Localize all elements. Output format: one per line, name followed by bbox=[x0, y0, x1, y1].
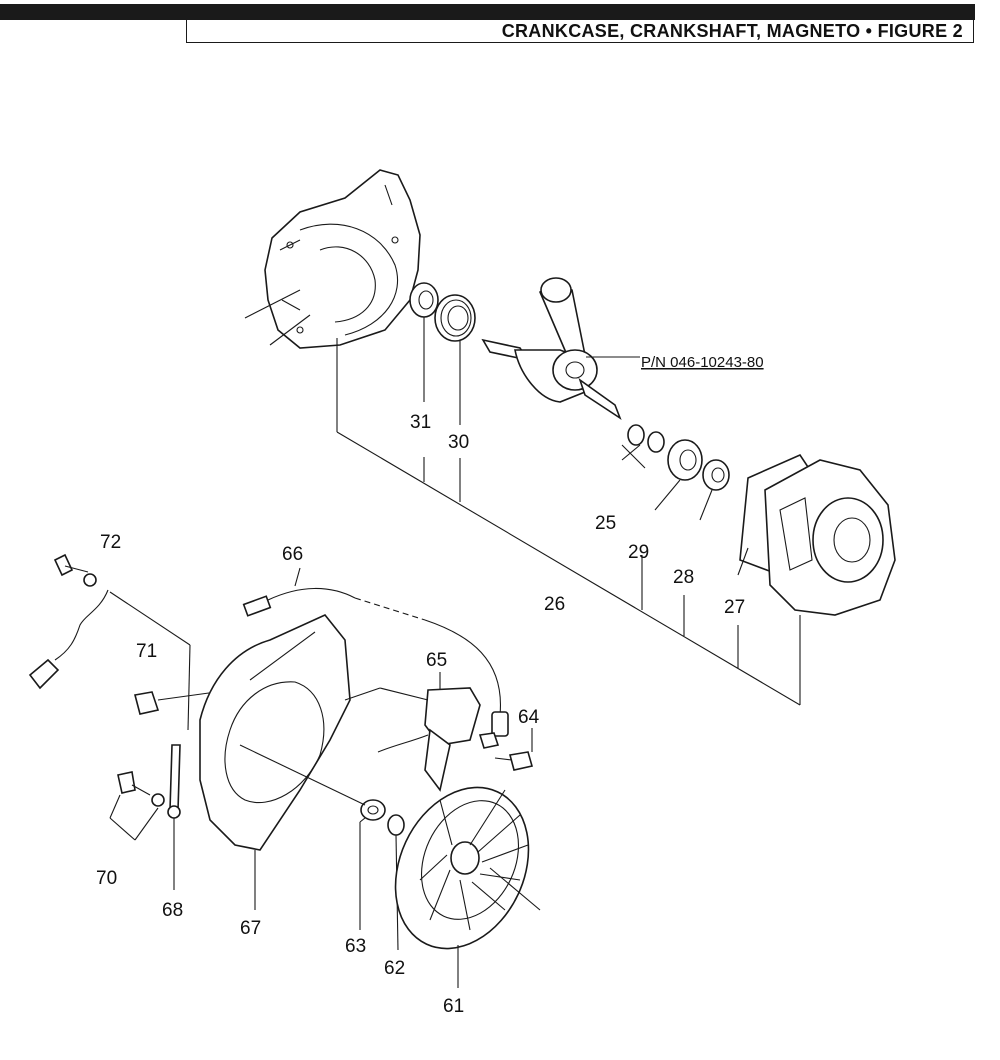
label-71: 71 bbox=[136, 641, 157, 662]
label-65: 65 bbox=[426, 650, 447, 671]
label-29: 29 bbox=[628, 542, 649, 563]
upper-leader-lines bbox=[336, 317, 801, 706]
spring-68 bbox=[167, 744, 181, 890]
label-30: 30 bbox=[448, 432, 469, 453]
label-68: 68 bbox=[162, 900, 183, 921]
label-31: 31 bbox=[410, 412, 431, 433]
label-70: 70 bbox=[96, 868, 117, 889]
high-tension-lead-66 bbox=[242, 567, 509, 737]
label-62: 62 bbox=[384, 958, 405, 979]
oil-seal-28 bbox=[702, 459, 730, 491]
label-67: 67 bbox=[240, 918, 261, 939]
label-72: 72 bbox=[100, 532, 121, 553]
crankcase-right-half bbox=[764, 459, 896, 616]
header-box: CRANKCASE, CRANKSHAFT, MAGNETO • FIGURE … bbox=[186, 20, 974, 43]
label-28: 28 bbox=[673, 567, 694, 588]
label-66: 66 bbox=[282, 544, 303, 565]
label-25: 25 bbox=[595, 513, 616, 534]
washers-25 bbox=[627, 424, 665, 453]
crankcase-left-half bbox=[244, 169, 421, 349]
label-61: 61 bbox=[443, 996, 464, 1017]
fan-housing-67 bbox=[199, 614, 351, 910]
ball-bearing-29 bbox=[667, 439, 703, 481]
header-bar bbox=[0, 4, 975, 20]
ball-bearing-30 bbox=[434, 294, 476, 342]
bolt-70 bbox=[109, 771, 165, 841]
label-63: 63 bbox=[345, 936, 366, 957]
stop-switch-lead-72 bbox=[28, 553, 191, 731]
label-27: 27 bbox=[724, 597, 745, 618]
part-number-note: P/N 046-10243-80 bbox=[641, 354, 764, 371]
bolt-64 bbox=[494, 728, 534, 771]
oil-seal-31 bbox=[409, 282, 439, 318]
label-26: 26 bbox=[544, 594, 565, 615]
figure-title: CRANKCASE, CRANKSHAFT, MAGNETO • FIGURE … bbox=[501, 21, 963, 41]
nut-63 bbox=[359, 799, 386, 930]
ignition-coil-65 bbox=[344, 672, 500, 792]
flywheel-61 bbox=[394, 786, 541, 988]
label-64: 64 bbox=[518, 707, 540, 728]
crankshaft bbox=[481, 277, 622, 421]
